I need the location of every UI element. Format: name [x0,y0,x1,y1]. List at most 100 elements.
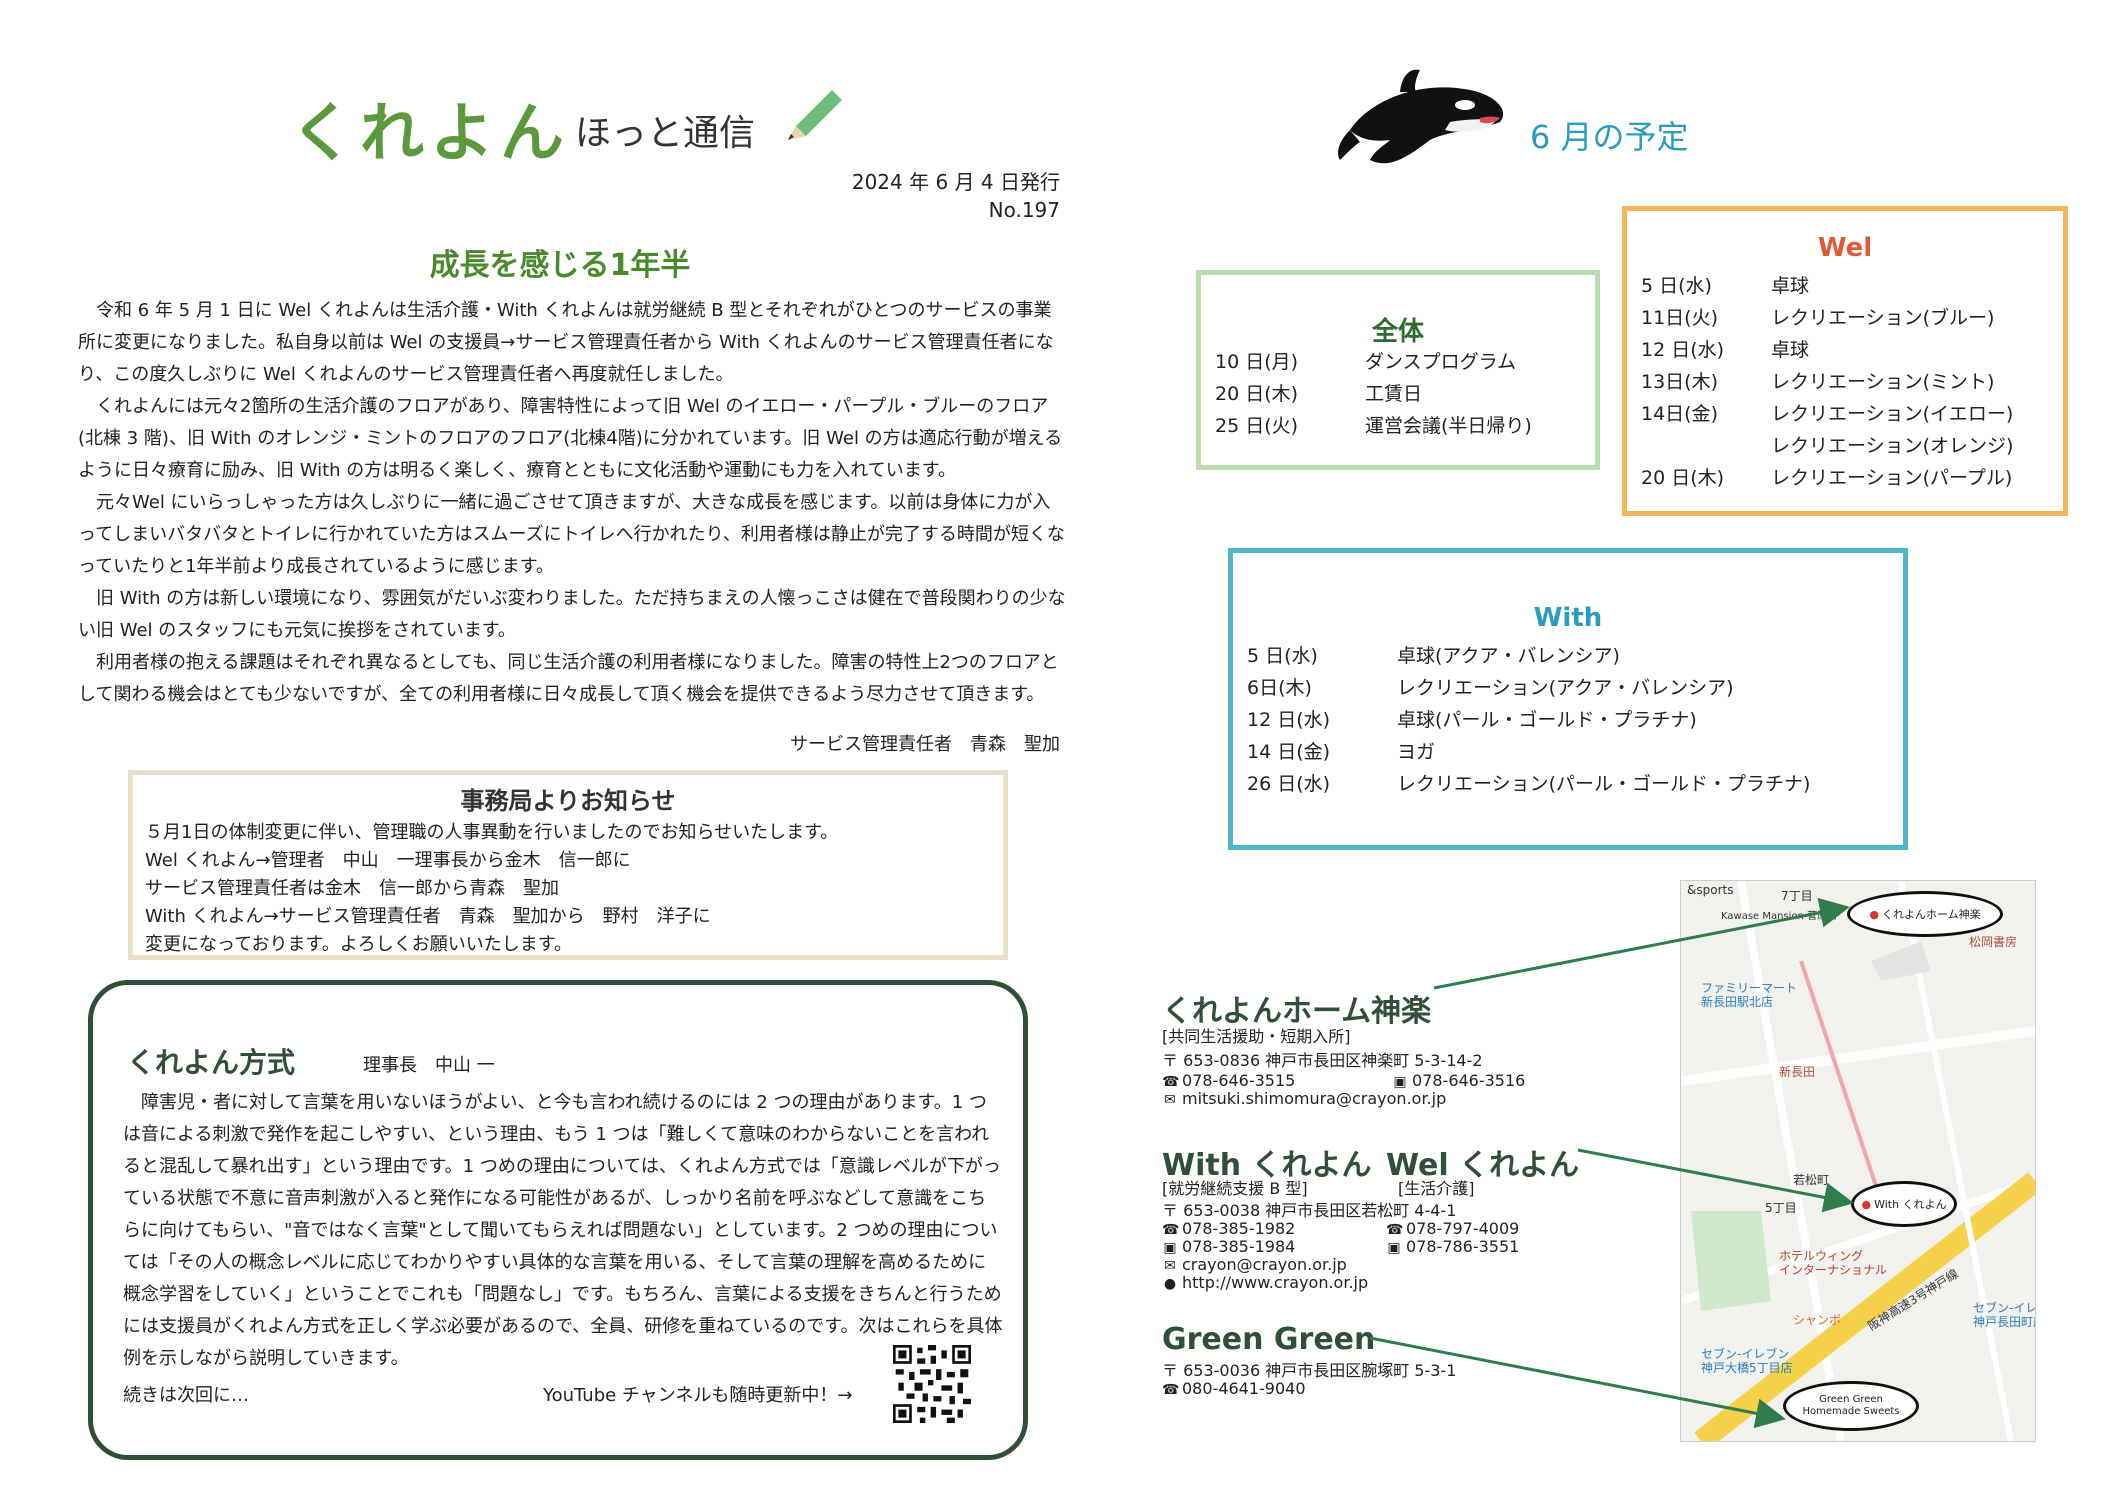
facility-type: [共同生活援助・短期入所] [1162,1027,1351,1046]
pencil-icon [788,90,842,140]
schedule-row: レクリエーション(オレンジ) [1641,431,2013,458]
map-pin-label: Green Green [1819,1394,1883,1405]
schedule-row: 12 日(水) 卓球 [1641,335,1809,362]
schedule-title: 6 月の予定 [1530,118,1689,156]
phone-icon: ☎ [1162,1074,1180,1090]
schedule-event: 卓球 [1771,339,1810,361]
method-title: くれよん方式 [127,1046,296,1079]
issue-date: 2024 年 6 月 4 日発行 [851,170,1060,194]
facility-web-url[interactable]: http://www.crayon.or.jp [1182,1273,1369,1292]
schedule-box-wel: Wel 5 日(水)卓球 11日(火)レクリエーション(ブルー) 12 日(水)… [1622,206,2068,516]
map-label: 神戸長田町店 [1973,1315,2035,1329]
facility-name-with: With くれよん [1162,1148,1372,1183]
article-paragraph: くれよんには元々2箇所の生活介護のフロアがあり、障害特性によって旧 Wel のイ… [78,396,1063,481]
facility-email-address[interactable]: mitsuki.shimomura@crayon.or.jp [1182,1089,1447,1108]
issue-number: No.197 [988,198,1060,222]
schedule-row: 6日(木)レクリエーション(アクア・バレンシア) [1247,673,1734,700]
schedule-event: 卓球(アクア・バレンシア) [1397,645,1620,667]
facility-type: [生活介護] [1398,1179,1475,1198]
schedule-event: 卓球(パール・ゴールド・プラチナ) [1397,709,1697,731]
location-map[interactable]: &sports 7丁目 Kawase Mansion 菅原店 松岡書房 ファミリ… [1680,880,2036,1442]
schedule-row: 14 日(金)ヨガ [1247,737,1435,764]
schedule-date: 20 日(木) [1641,467,1725,489]
schedule-event: 運営会議(半日帰り) [1365,415,1532,437]
fax-icon: ▣ [1163,1240,1177,1256]
map-pin-home[interactable]: ●くれよんホーム神楽 [1847,891,2003,937]
map-label: 神戸大橋5丁目店 [1701,1361,1793,1375]
facility-fax-number: 078-786-3551 [1406,1237,1520,1256]
notice-line: With くれよん→サービス管理責任者 青森 聖加から 野村 洋子に [145,906,711,927]
schedule-date: 12 日(水) [1641,339,1725,361]
article-body: 令和 6 年 5 月 1 日に Wel くれよんは生活介護・With くれよんは… [78,295,1068,711]
schedule-row: 12 日(水)卓球(パール・ゴールド・プラチナ) [1247,705,1697,732]
schedule-date: 6日(木) [1247,677,1312,699]
article-paragraph: 令和 6 年 5 月 1 日に Wel くれよんは生活介護・With くれよんは… [78,300,1054,385]
method-box: くれよん方式 理事長 中山 一 障害児・者に対して言葉を用いないほうがよい、と今… [88,980,1028,1460]
facility-tel: ☎078-385-1982 [1162,1220,1295,1239]
fax-icon: ▣ [1393,1074,1407,1090]
schedule-date: 10 日(月) [1215,351,1299,373]
schedule-row: 20 日(木) レクリエーション(パープル) [1641,463,2012,490]
facility-email: ✉crayon@crayon.or.jp [1162,1256,1347,1275]
facility-address: 〒 653-0038 神戸市長田区若松町 4-4-1 [1162,1201,1457,1220]
facility-tel-number[interactable]: 080-4641-9040 [1182,1379,1306,1398]
facility-address: 〒 653-0836 神戸市長田区神楽町 5-3-14-2 [1162,1051,1483,1070]
schedule-row: 20 日(木)工賃日 [1215,379,1422,406]
map-label: Kawase Mansion 菅原店 [1721,911,1838,922]
facility-fax: ▣ 078-646-3516 [1392,1072,1525,1091]
notice-line: Wel くれよん→管理者 中山 一理事長から金木 信一郎に [145,850,631,871]
schedule-row: 11日(火)レクリエーション(ブルー) [1641,303,1994,330]
schedule-event: レクリエーション(イエロー) [1771,403,2014,425]
schedule-box-title: Wel [1817,233,1873,263]
facility-tel-number[interactable]: 078-385-1982 [1182,1219,1296,1238]
phone-icon: ☎ [1162,1222,1180,1238]
facility-fax-number: 078-646-3516 [1412,1071,1526,1090]
facility-tel: ☎080-4641-9040 [1162,1380,1306,1399]
phone-icon: ☎ [1162,1382,1180,1398]
facility-email-address[interactable]: crayon@crayon.or.jp [1182,1255,1347,1274]
fax-icon: ▣ [1387,1240,1401,1256]
schedule-date: 20 日(木) [1215,383,1299,405]
schedule-box-with: With 5 日(水)卓球(アクア・バレンシア) 6日(木)レクリエーション(ア… [1228,548,1908,850]
article-paragraph: 元々Wel にいらっしゃった方は久しぶりに一緒に過ごさせて頂きますが、大きな成長… [78,492,1065,577]
article-title: 成長を感じる1年半 [429,248,691,283]
map-label: 7丁目 [1781,889,1813,903]
notice-lines: ５月1日の体制変更に伴い、管理職の人事異動を行いましたのでお知らせいたします。 … [145,819,838,959]
youtube-link[interactable]: YouTube チャンネルも随時更新中！→ [543,1385,853,1406]
phone-icon: ☎ [1386,1222,1404,1238]
schedule-event: ヨガ [1397,741,1436,763]
schedule-row: 5 日(水)卓球(アクア・バレンシア) [1247,641,1620,668]
facility-tel-number[interactable]: 078-797-4009 [1406,1219,1520,1238]
facility-tel: ☎078-797-4009 [1386,1220,1519,1239]
map-pin-label: With くれよん [1874,1198,1947,1211]
schedule-row: 5 日(水)卓球 [1641,271,1809,298]
map-pin-with[interactable]: ●With くれよん [1851,1181,1957,1227]
notice-line: ５月1日の体制変更に伴い、管理職の人事異動を行いましたのでお知らせいたします。 [145,822,839,843]
schedule-box-all: 全体 10 日(月)ダンスプログラム 20 日(木)工賃日 25 日(火)運営会… [1196,270,1600,470]
map-label: &sports [1687,883,1734,897]
notice-title: 事務局よりお知らせ [460,787,676,815]
masthead: くれよん ほっと通信 [290,82,850,171]
facility-tel-number[interactable]: 078-646-3515 [1182,1071,1296,1090]
map-label: 若松町 [1793,1173,1830,1187]
facility-email: ✉ mitsuki.shimomura@crayon.or.jp [1162,1090,1446,1109]
schedule-event: レクリエーション(パール・ゴールド・プラチナ) [1397,773,1811,795]
map-label: 新長田 [1779,1065,1816,1079]
mail-icon: ✉ [1164,1092,1176,1108]
map-label: セブン-イレ [1973,1301,2036,1315]
article-paragraph: 旧 With の方は新しい環境になり、雰囲気がだいぶ変わりました。ただ持ちまえの… [78,588,1066,641]
map-label: 新長田駅北店 [1701,995,1774,1009]
method-continue: 続きは次回に… [123,1385,249,1406]
schedule-event: レクリエーション(パープル) [1771,467,2013,489]
facility-name-home: くれよんホーム神楽 [1162,994,1432,1029]
map-label: 松岡書房 [1969,935,2018,949]
schedule-event: レクリエーション(ミント) [1771,371,1995,393]
map-label: インターナショナル [1779,1263,1888,1277]
qr-code-icon[interactable] [893,1345,971,1423]
facility-fax: ▣ 078-786-3551 [1386,1238,1519,1257]
facility-address: 〒 653-0036 神戸市長田区腕塚町 5-3-1 [1162,1361,1457,1380]
schedule-box-title: With [1533,603,1603,633]
facility-fax: ▣078-385-1984 [1162,1238,1295,1257]
masthead-name: くれよん [290,97,570,171]
